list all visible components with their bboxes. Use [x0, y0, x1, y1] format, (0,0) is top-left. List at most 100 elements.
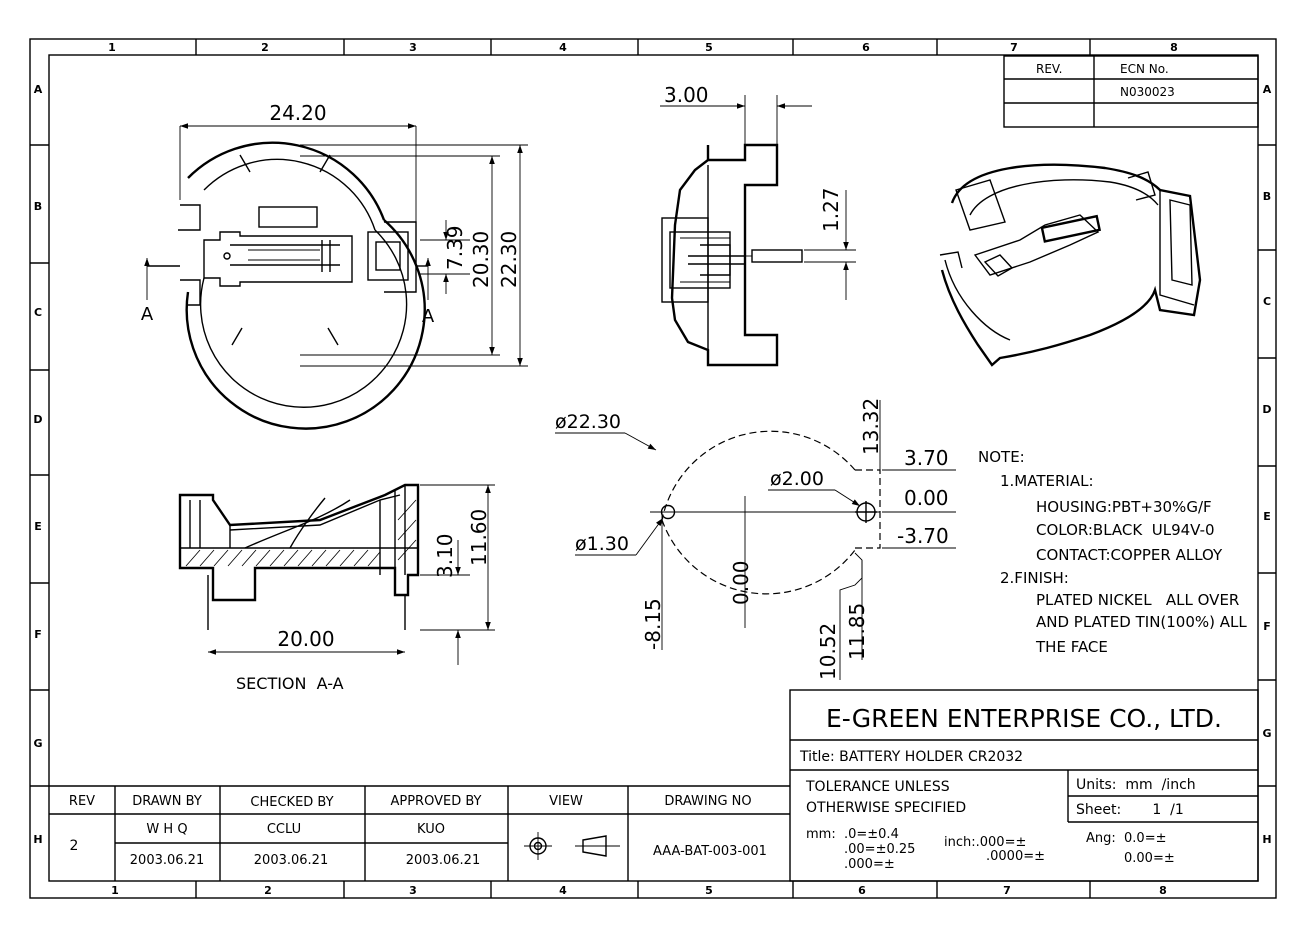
row-label-left: D: [33, 413, 42, 426]
row-label-left: H: [33, 833, 42, 846]
note-line: CONTACT:COPPER ALLOY: [1036, 546, 1223, 564]
dim-pcb-dia2230: ø22.30: [555, 411, 621, 433]
drawing-title: Title: BATTERY HOLDER CR2032: [799, 749, 1023, 765]
note-line: PLATED NICKEL ALL OVER: [1036, 591, 1239, 609]
zone-labels: 1 2 3 4 5 6 7 8 1 2 3 4 5 6 7 8 A B C D …: [33, 41, 1271, 897]
col-label-bottom: 6: [858, 884, 866, 897]
dim-section-2000: 20.00: [277, 627, 334, 651]
col-label-bottom: 3: [409, 884, 417, 897]
company-name: E-GREEN ENTERPRISE CO., LTD.: [826, 704, 1222, 733]
dim-pcb-000: 0.00: [904, 486, 949, 510]
angle-tolerance-1: Ang: 0.0=±: [1086, 831, 1167, 846]
dim-top-2230: 22.30: [497, 231, 521, 288]
revision-block: REV. ECN No. N030023: [1003, 55, 1259, 128]
projection-symbol-icon: [524, 832, 620, 860]
section-view: 3.10 11.60 20.00 SECTION A-A: [178, 483, 495, 693]
dim-pcb-m815: -8.15: [641, 598, 665, 650]
drawn-date: 2003.06.21: [130, 853, 204, 868]
sheet-field: Sheet: 1 /1: [1076, 802, 1184, 818]
col-label-top: 1: [108, 41, 116, 54]
row-label-left: C: [34, 306, 42, 319]
col-label-bottom: 4: [559, 884, 567, 897]
angle-tolerance-2: 0.00=±: [1124, 851, 1175, 866]
mm-tolerance-2: .00=±0.25: [844, 842, 915, 857]
col-label-top: 6: [862, 41, 870, 54]
note-line: HOUSING:PBT+30%G/F: [1036, 498, 1212, 516]
header-drawing-no: DRAWING NO: [664, 794, 751, 809]
row-label-left: E: [34, 520, 42, 533]
ecn-number: N030023: [1120, 85, 1175, 99]
approved-by-value: KUO: [417, 822, 445, 837]
row-label-left: B: [34, 200, 42, 213]
section-caption: SECTION A-A: [236, 674, 344, 693]
side-view: 3.00 1.27: [660, 83, 856, 367]
row-label-right: F: [1263, 620, 1271, 633]
dim-top-739: 7.39: [443, 225, 467, 270]
drawing-number: AAA-BAT-003-001: [653, 844, 767, 859]
dim-side-127: 1.27: [819, 187, 843, 232]
header-approved-by: APPROVED BY: [390, 794, 481, 809]
tolerance-line-2: OTHERWISE SPECIFIED: [806, 800, 966, 816]
row-label-right: E: [1263, 510, 1271, 523]
note-line: 2.FINISH:: [1000, 569, 1069, 587]
notes-title: NOTE:: [978, 448, 1025, 466]
approved-date: 2003.06.21: [406, 853, 480, 868]
row-label-right: A: [1263, 83, 1272, 96]
row-label-right: B: [1263, 190, 1271, 203]
pcb-layout: ø22.30 ø2.00 ø1.30 13.32 3.70 0.00 -3.70…: [555, 398, 956, 680]
dim-section-310: 3.10: [433, 533, 457, 578]
col-label-top: 8: [1170, 41, 1178, 54]
row-label-right: H: [1262, 833, 1271, 846]
section-mark-left: A: [141, 304, 154, 325]
dim-pcb-000-vertical: 0.00: [729, 560, 753, 605]
dim-section-1160: 11.60: [467, 509, 491, 566]
rev-value: 2: [70, 838, 79, 854]
isometric-view: [939, 163, 1202, 367]
dim-pcb-1332: 13.32: [859, 398, 883, 455]
checked-by-value: CCLU: [267, 822, 301, 837]
row-label-right: D: [1262, 403, 1271, 416]
dim-side-300: 3.00: [664, 83, 709, 107]
dim-pcb-dia200: ø2.00: [770, 468, 824, 490]
sheet-border: [29, 38, 1277, 899]
dim-pcb-1185: 11.85: [845, 603, 869, 660]
note-line: 1.MATERIAL:: [1000, 472, 1094, 490]
col-label-bottom: 5: [705, 884, 713, 897]
col-label-top: 5: [705, 41, 713, 54]
mm-tolerance-1: mm: .0=±0.4: [806, 827, 899, 842]
drawn-by-value: W H Q: [146, 822, 187, 837]
note-line: THE FACE: [1035, 638, 1108, 656]
col-label-top: 2: [261, 41, 269, 54]
dim-top-2030: 20.30: [469, 231, 493, 288]
col-label-bottom: 1: [111, 884, 119, 897]
section-mark-right: A: [422, 306, 435, 327]
col-label-top: 7: [1010, 41, 1018, 54]
inch-tolerance-2: .0000=±: [986, 849, 1045, 864]
row-label-right: G: [1262, 727, 1271, 740]
col-label-bottom: 7: [1003, 884, 1011, 897]
dim-pcb-370: 3.70: [904, 446, 949, 470]
dim-pcb-1052: 10.52: [816, 623, 840, 680]
notes: NOTE: 1.MATERIAL: HOUSING:PBT+30%G/F COL…: [978, 448, 1247, 656]
mm-tolerance-3: .000=±: [844, 857, 895, 872]
header-drawn-by: DRAWN BY: [132, 794, 202, 809]
units-field: Units: mm /inch: [1076, 777, 1196, 793]
row-label-left: F: [34, 628, 42, 641]
header-checked-by: CHECKED BY: [250, 795, 333, 810]
title-block: E-GREEN ENTERPRISE CO., LTD. Title: BATT…: [49, 689, 1259, 882]
note-line: COLOR:BLACK UL94V-0: [1036, 521, 1215, 539]
note-line: AND PLATED TIN(100%) ALL: [1036, 613, 1247, 631]
ecn-header: ECN No.: [1120, 62, 1169, 76]
row-label-left: A: [34, 83, 43, 96]
col-label-bottom: 8: [1159, 884, 1167, 897]
inch-tolerance-1: inch:.000=±: [944, 835, 1026, 850]
rev-header: REV.: [1036, 62, 1062, 76]
col-label-top: 4: [559, 41, 567, 54]
checked-date: 2003.06.21: [254, 853, 328, 868]
dim-pcb-dia130: ø1.30: [575, 533, 629, 555]
tolerance-line-1: TOLERANCE UNLESS: [805, 779, 950, 795]
col-label-bottom: 2: [264, 884, 272, 897]
header-rev: REV: [69, 794, 95, 809]
row-label-left: G: [33, 737, 42, 750]
